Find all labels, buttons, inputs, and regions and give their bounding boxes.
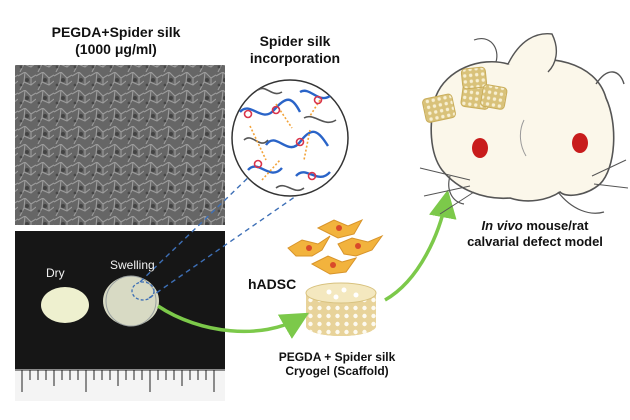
sem-image <box>15 65 225 225</box>
spider-silk-line1: Spider silk <box>259 33 331 49</box>
model-rest: mouse/rat <box>522 218 589 233</box>
model-line1: In vivo mouse/rat <box>440 218 630 234</box>
arrow-to-model <box>384 189 457 302</box>
mouse-eye-right <box>572 133 588 153</box>
zoom-circle-small <box>131 281 155 301</box>
swelling-label: Swelling <box>110 258 155 272</box>
scaffold-cylinder <box>305 282 377 336</box>
scaffold-label: PEGDA + Spider silk Cryogel (Scaffold) <box>252 350 422 379</box>
sample-title-line2: (1000 μg/ml) <box>75 40 157 57</box>
sample-title: PEGDA+Spider silk (1000 μg/ml) <box>2 24 230 58</box>
implants <box>422 66 508 123</box>
mouse-head <box>419 33 629 215</box>
hadsc-cells <box>287 218 384 275</box>
spider-silk-line2: incorporation <box>249 49 341 66</box>
model-italic: In vivo <box>481 218 523 233</box>
hadsc-label: hADSC <box>248 276 297 292</box>
model-label: In vivo mouse/rat calvarial defect model <box>440 218 630 249</box>
scaffold-line2: Cryogel (Scaffold) <box>285 364 389 379</box>
zoom-line-bottom <box>148 195 297 299</box>
model-line2: calvarial defect model <box>467 233 603 249</box>
dry-disc <box>41 287 89 323</box>
scaffold-line1: PEGDA + Spider silk <box>278 350 396 364</box>
spider-silk-title: Spider silk incorporation <box>225 33 365 67</box>
sample-title-line1: PEGDA+Spider silk <box>51 24 181 40</box>
dry-label: Dry <box>46 266 65 280</box>
spider-silk-network <box>231 79 349 197</box>
swelling-disc <box>103 276 159 326</box>
mouse-eye-left <box>472 138 488 158</box>
ruler <box>15 369 225 401</box>
arrow-to-scaffold <box>157 304 310 339</box>
